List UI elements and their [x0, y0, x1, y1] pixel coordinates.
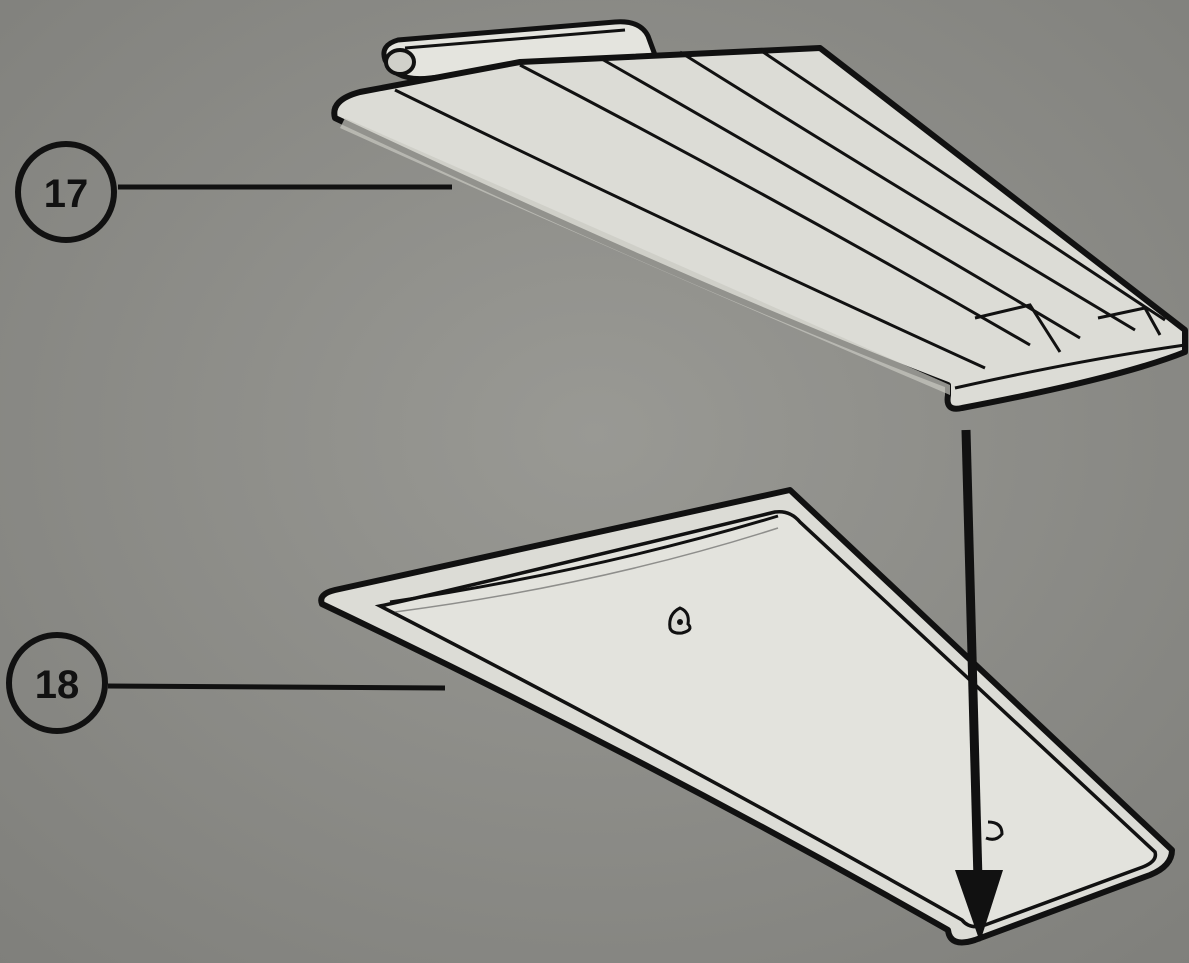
callout-17: 17: [15, 141, 452, 243]
callout-18-label: 18: [35, 663, 80, 707]
locating-pin-1: [668, 606, 692, 635]
callout-18: 18: [6, 632, 446, 734]
callout-18-circle: [6, 632, 108, 734]
lower-wing-part: [318, 487, 1175, 946]
lower-wing-rim: [374, 509, 1158, 929]
upper-wing-part: [331, 19, 1188, 412]
wing-root-tube: [381, 19, 659, 82]
callout-17-circle: [15, 141, 117, 243]
callout-17-label: 17: [44, 172, 89, 216]
assembly-arrow: [955, 429, 1003, 942]
callout-18-leader: [107, 683, 446, 691]
wing-panel-lines: [394, 48, 1186, 390]
locating-pin-2: [985, 820, 1004, 841]
